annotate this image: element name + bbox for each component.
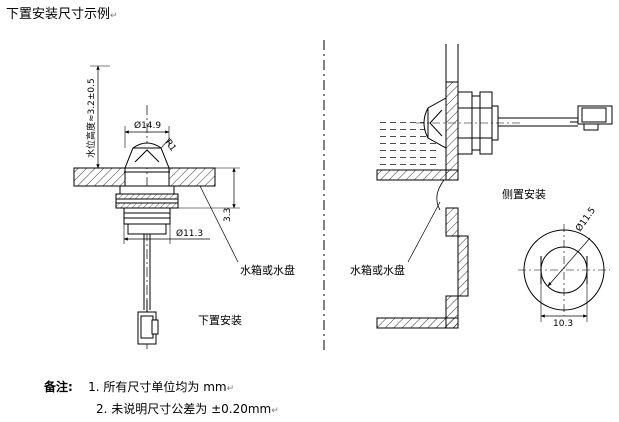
dim-hole-diameter: Ø11.5 xyxy=(573,205,598,234)
page-title: 下置安装尺寸示例↵ xyxy=(6,3,118,22)
dim-flat-width: 10.3 xyxy=(553,319,573,329)
note-item-1: 备注: 1. 所有尺寸单位均为 mm↵ xyxy=(44,377,279,399)
paragraph-mark-icon: ↵ xyxy=(226,384,235,394)
mount-hole-inner xyxy=(540,246,588,294)
note-text: 所有尺寸单位均为 mm xyxy=(103,380,227,394)
dim-diameter-top: Ø14.9 xyxy=(134,120,161,131)
bottom-mount-view xyxy=(73,65,240,350)
note-index: 2. xyxy=(96,402,108,416)
bottom-callout-leader xyxy=(199,185,239,263)
bottom-mount-label: 下置安装 xyxy=(198,313,242,327)
notes: 备注: 1. 所有尺寸单位均为 mm↵ 2. 未说明尺寸公差为 ±0.20mm↵ xyxy=(44,377,279,421)
notes-colon: : xyxy=(68,380,73,394)
dim-height: 3.3 xyxy=(223,208,233,222)
bottom-mount-plate xyxy=(73,167,126,187)
tank-lower-wall xyxy=(445,207,459,237)
notes-heading: 备注 xyxy=(44,380,69,394)
dim-radius: R1 xyxy=(163,138,178,154)
note-text: 未说明尺寸公差为 ±0.20mm xyxy=(111,402,272,416)
water-level-note: 水位高度≈3.2±0.5 xyxy=(85,78,97,158)
note-item-2: 2. 未说明尺寸公差为 ±0.20mm↵ xyxy=(44,399,279,421)
sensor-flange xyxy=(119,185,175,195)
dim-line-hole-diameter xyxy=(547,237,591,287)
dim-diameter-thread: Ø11.3 xyxy=(176,228,203,239)
dim-leader-radius xyxy=(160,137,171,149)
bottom-mount-callout: 水箱或水盘 xyxy=(240,263,295,277)
bottom-mount-plate-right xyxy=(168,167,216,187)
paragraph-mark-icon: ↵ xyxy=(110,11,118,21)
tank-wall-upper xyxy=(445,44,459,83)
paragraph-mark-icon: ↵ xyxy=(271,406,279,416)
tank-bottom xyxy=(376,169,459,181)
side-mount-view xyxy=(376,44,613,329)
note-index: 1. xyxy=(88,380,100,394)
page-title-text: 下置安装尺寸示例 xyxy=(6,7,111,22)
side-mount-label: 侧置安装 xyxy=(502,187,546,201)
sensor-thread xyxy=(123,207,171,225)
side-mount-callout: 水箱或水盘 xyxy=(350,263,405,277)
side-callout-leader xyxy=(407,201,441,263)
